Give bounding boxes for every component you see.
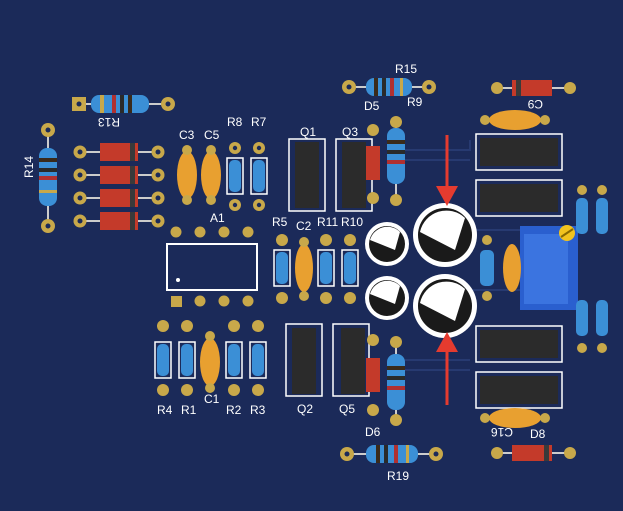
label-c2: C2	[296, 219, 312, 233]
power-transistor-top-1	[475, 133, 563, 171]
label-d6: D6	[365, 425, 381, 439]
resistor-r13	[72, 95, 175, 113]
ic-a1	[166, 226, 258, 307]
capacitor-c5	[201, 145, 221, 205]
resistor-right-group	[480, 185, 608, 353]
label-r1: R1	[181, 403, 197, 417]
capacitor-c16	[480, 408, 550, 428]
resistor-r14	[39, 123, 57, 233]
label-r10: R10	[341, 215, 363, 229]
resistor-r8	[226, 142, 244, 211]
label-c9: C9	[527, 97, 543, 111]
diode-d8	[491, 445, 576, 461]
resistor-r3	[249, 320, 267, 396]
label-r14: R14	[22, 156, 36, 178]
label-r15: R15	[395, 62, 417, 76]
label-c1: C1	[204, 392, 220, 406]
transistor-q2	[285, 323, 323, 397]
resistor-r4	[154, 320, 172, 396]
resistor-r19	[340, 445, 443, 463]
power-transistor-top-2	[475, 179, 563, 217]
label-c16: C16	[491, 425, 513, 439]
resistor-r2	[225, 320, 243, 396]
resistor-d5-side	[387, 116, 405, 206]
trimmer-potentiometer	[520, 225, 578, 310]
label-a1: A1	[210, 211, 225, 225]
transistor-q3	[335, 124, 380, 212]
diode-top-right	[491, 80, 576, 96]
label-r13: R13	[98, 115, 120, 129]
label-r4: R4	[157, 403, 173, 417]
label-c5: C5	[204, 128, 220, 142]
label-r11: R11	[317, 215, 338, 229]
label-c3: C3	[179, 128, 195, 142]
resistor-d6-side	[387, 336, 405, 426]
label-d5: D5	[364, 99, 380, 113]
arrow-down-marker	[436, 135, 458, 206]
capacitor-c3	[177, 145, 197, 205]
label-r9: R9	[407, 95, 423, 109]
resistor-r15	[342, 78, 436, 96]
label-r19: R19	[387, 469, 409, 483]
label-d8: D8	[530, 427, 546, 441]
power-transistor-bottom-2	[475, 371, 563, 409]
label-r7: R7	[251, 115, 267, 129]
resistor-r5	[273, 234, 291, 304]
label-q1: Q1	[300, 125, 316, 139]
diode-ladder	[73, 143, 165, 230]
transistor-q1	[288, 138, 326, 212]
resistor-r10	[341, 234, 359, 304]
label-q5: Q5	[339, 402, 355, 416]
resistor-r7	[250, 142, 268, 211]
capacitor-c2	[295, 237, 313, 301]
label-q2: Q2	[297, 402, 313, 416]
power-transistor-bottom-1	[475, 325, 563, 363]
label-r2: R2	[226, 403, 242, 417]
electrolytic-cap-2	[365, 276, 409, 320]
transistor-q5	[332, 323, 380, 416]
capacitor-c9	[480, 110, 550, 130]
resistor-r1	[178, 320, 196, 396]
electrolytic-cap-1	[365, 222, 409, 266]
electrolytic-cap-4	[413, 274, 477, 338]
label-r8: R8	[227, 115, 243, 129]
arrow-up-marker	[436, 332, 458, 405]
resistor-r11	[317, 234, 335, 304]
label-r3: R3	[250, 403, 266, 417]
label-q3: Q3	[342, 125, 358, 139]
electrolytic-cap-3	[413, 203, 477, 267]
capacitor-c1	[200, 331, 220, 393]
label-r5: R5	[272, 215, 288, 229]
